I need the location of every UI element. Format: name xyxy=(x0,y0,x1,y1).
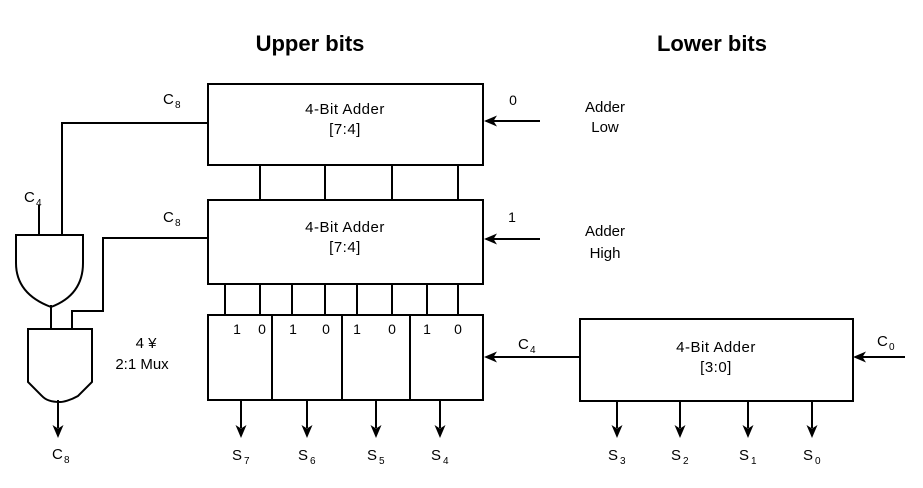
down-arrowhead-icon xyxy=(370,425,382,438)
c0-carry-in-wire xyxy=(853,351,905,363)
adder-low-name: 4-Bit Adder xyxy=(305,101,385,118)
upper-bits-title: Upper bits xyxy=(256,31,365,56)
svg-text:S: S xyxy=(671,447,681,464)
adder-high-carry-out-wire xyxy=(71,237,208,330)
adder-low-carry-out-subscript: 8 xyxy=(175,100,181,111)
lower-adder-box xyxy=(579,318,854,402)
down-arrowhead-icon xyxy=(301,425,313,438)
svg-text:6: 6 xyxy=(310,456,316,467)
lower-adder-range: [3:0] xyxy=(700,359,732,376)
down-arrowhead-icon xyxy=(235,425,247,438)
adder-low-carry-in-wire xyxy=(484,115,540,127)
svg-text:5: 5 xyxy=(379,456,385,467)
final-carry-out-label: C xyxy=(52,446,63,463)
adder-low-side-label-2: Low xyxy=(591,119,619,136)
mux1-input-1-label: 1 xyxy=(233,321,241,337)
down-arrowhead-icon xyxy=(52,425,64,438)
adder-low-carry-in-value: 0 xyxy=(509,92,517,108)
left-arrowhead-icon xyxy=(484,233,497,245)
adder-low-output-bus xyxy=(259,164,459,201)
svg-text:S: S xyxy=(367,447,377,464)
down-arrowhead-icon xyxy=(674,425,686,438)
sum-output-s6: S 6 xyxy=(298,400,316,467)
adder-low-range: [7:4] xyxy=(329,121,361,138)
down-arrowhead-icon xyxy=(434,425,446,438)
left-arrowhead-icon xyxy=(853,351,866,363)
lower-bits-title: Lower bits xyxy=(657,31,767,56)
sum-output-s7: S 7 xyxy=(232,400,250,467)
adder-high-name: 4-Bit Adder xyxy=(305,219,385,236)
left-arrowhead-icon xyxy=(484,351,497,363)
adder-high-carry-out-subscript: 8 xyxy=(175,218,181,229)
c4-select-wire xyxy=(484,351,580,363)
mux2-input-0-label: 0 xyxy=(322,321,330,337)
sum-output-s2: S 2 xyxy=(671,401,689,467)
svg-text:S: S xyxy=(608,447,618,464)
sum-output-s1: S 1 xyxy=(739,401,757,467)
adder-low-carry-out-wire xyxy=(61,122,208,235)
mux-type-label: 2:1 Mux xyxy=(115,356,169,373)
adder-high-range: [7:4] xyxy=(329,239,361,256)
final-carry-out-wire xyxy=(52,400,64,438)
and-gate-icon xyxy=(27,328,93,404)
down-arrowhead-icon xyxy=(806,425,818,438)
svg-text:S: S xyxy=(232,447,242,464)
adder-low-side-label-1: Adder xyxy=(585,99,625,116)
mux-count-label: 4 ¥ xyxy=(136,335,158,352)
mux2-input-1-label: 1 xyxy=(289,321,297,337)
c0-subscript: 0 xyxy=(889,342,895,353)
c4-select-label: C xyxy=(518,336,529,353)
svg-text:2: 2 xyxy=(683,456,689,467)
adder-high-carry-out-label: C xyxy=(163,209,174,226)
adder-high-side-label-2: High xyxy=(590,245,621,262)
adder-high-carry-in-wire xyxy=(484,233,540,245)
svg-text:7: 7 xyxy=(244,456,250,467)
svg-text:3: 3 xyxy=(620,456,626,467)
c4-gate-label: C xyxy=(24,189,35,206)
svg-text:S: S xyxy=(431,447,441,464)
adder-high-carry-in-value: 1 xyxy=(508,209,516,225)
down-arrowhead-icon xyxy=(611,425,623,438)
sum-output-s4: S 4 xyxy=(431,400,449,467)
c0-label: C xyxy=(877,333,888,350)
or-gate-icon xyxy=(15,234,84,309)
svg-text:S: S xyxy=(739,447,749,464)
svg-text:S: S xyxy=(298,447,308,464)
mux4-input-0-label: 0 xyxy=(454,321,462,337)
adder-low-box xyxy=(207,83,484,166)
sum-output-s5: S 5 xyxy=(367,400,385,467)
svg-text:1: 1 xyxy=(751,456,757,467)
svg-text:S: S xyxy=(803,447,813,464)
sum-output-s0: S 0 xyxy=(803,401,821,467)
down-arrowhead-icon xyxy=(742,425,754,438)
svg-text:4: 4 xyxy=(443,456,449,467)
adder-high-box xyxy=(207,199,484,285)
lower-adder-name: 4-Bit Adder xyxy=(676,339,756,356)
mux3-input-1-label: 1 xyxy=(353,321,361,337)
mux1-input-0-label: 0 xyxy=(258,321,266,337)
mux-input-bus xyxy=(224,283,459,316)
mux4-input-1-label: 1 xyxy=(423,321,431,337)
final-carry-out-subscript: 8 xyxy=(64,455,70,466)
c4-gate-subscript: 4 xyxy=(36,198,42,209)
left-arrowhead-icon xyxy=(484,115,497,127)
adder-low-carry-out-label: C xyxy=(163,91,174,108)
mux-row-box xyxy=(207,314,484,401)
svg-text:0: 0 xyxy=(815,456,821,467)
c4-select-subscript: 4 xyxy=(530,345,536,356)
adder-high-side-label-1: Adder xyxy=(585,223,625,240)
mux3-input-0-label: 0 xyxy=(388,321,396,337)
sum-output-s3: S 3 xyxy=(608,401,626,467)
